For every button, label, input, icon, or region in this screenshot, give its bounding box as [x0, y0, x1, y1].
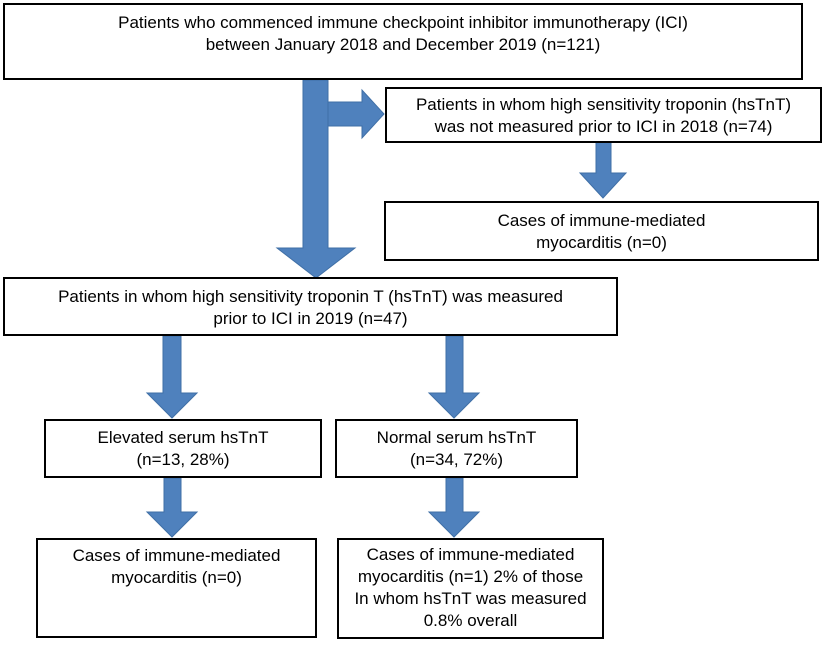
box-elevated-hstnt: Elevated serum hsTnT (n=13, 28%)	[44, 419, 322, 478]
box-normal-line-2: (n=34, 72%)	[409, 450, 504, 469]
box-ici-cohort: Patients who commenced immune checkpoint…	[3, 3, 803, 80]
box-myocarditis-2018-line-2: myocarditis (n=0)	[536, 233, 667, 252]
box-normal-hstnt: Normal serum hsTnT (n=34, 72%)	[335, 419, 578, 478]
box-not-measured-2018: Patients in whom high sensitivity tropon…	[385, 87, 822, 143]
box-myocarditis-elevated-line-2: myocarditis (n=0)	[111, 568, 242, 587]
box-myocarditis-2018-line-1: Cases of immune-mediated	[497, 211, 706, 230]
box-elevated-line-1: Elevated serum hsTnT	[97, 428, 269, 447]
box-myocarditis-elevated: Cases of immune-mediated myocarditis (n=…	[36, 538, 317, 638]
arrow-b4-to-b6	[427, 335, 481, 419]
arrow-b5-to-b7	[145, 477, 199, 538]
box-myocarditis-elevated-line-1: Cases of immune-mediated	[72, 546, 281, 565]
arrow-b6-to-b8	[427, 477, 481, 538]
box-elevated-line-2: (n=13, 28%)	[136, 450, 230, 469]
box-myocarditis-2018: Cases of immune-mediated myocarditis (n=…	[384, 201, 819, 261]
box-myocarditis-normal-line-2: myocarditis (n=1) 2% of those	[357, 567, 584, 586]
box-measured-2019-line-2: prior to ICI in 2019 (n=47)	[213, 309, 408, 328]
box-ici-cohort-line-1: Patients who commenced immune checkpoint…	[118, 13, 688, 32]
box-myocarditis-normal-line-3: In whom hsTnT was measured	[354, 589, 587, 608]
arrow-branch-right	[327, 88, 385, 140]
box-not-measured-line-1: Patients in whom high sensitivity tropon…	[415, 95, 792, 114]
box-normal-line-1: Normal serum hsTnT	[376, 428, 537, 447]
box-myocarditis-normal-line-4: 0.8% overall	[423, 611, 518, 630]
arrow-b4-to-b5	[145, 335, 199, 419]
box-measured-2019-line-1: Patients in whom high sensitivity tropon…	[58, 287, 563, 306]
box-myocarditis-normal: Cases of immune-mediated myocarditis (n=…	[337, 538, 604, 639]
arrow-b2-to-b3	[578, 141, 628, 199]
box-myocarditis-normal-line-1: Cases of immune-mediated	[366, 545, 575, 564]
box-not-measured-line-2: was not measured prior to ICI in 2018 (n…	[434, 117, 773, 136]
box-ici-cohort-line-2: between January 2018 and December 2019 (…	[205, 35, 601, 54]
box-measured-2019: Patients in whom high sensitivity tropon…	[3, 277, 618, 336]
